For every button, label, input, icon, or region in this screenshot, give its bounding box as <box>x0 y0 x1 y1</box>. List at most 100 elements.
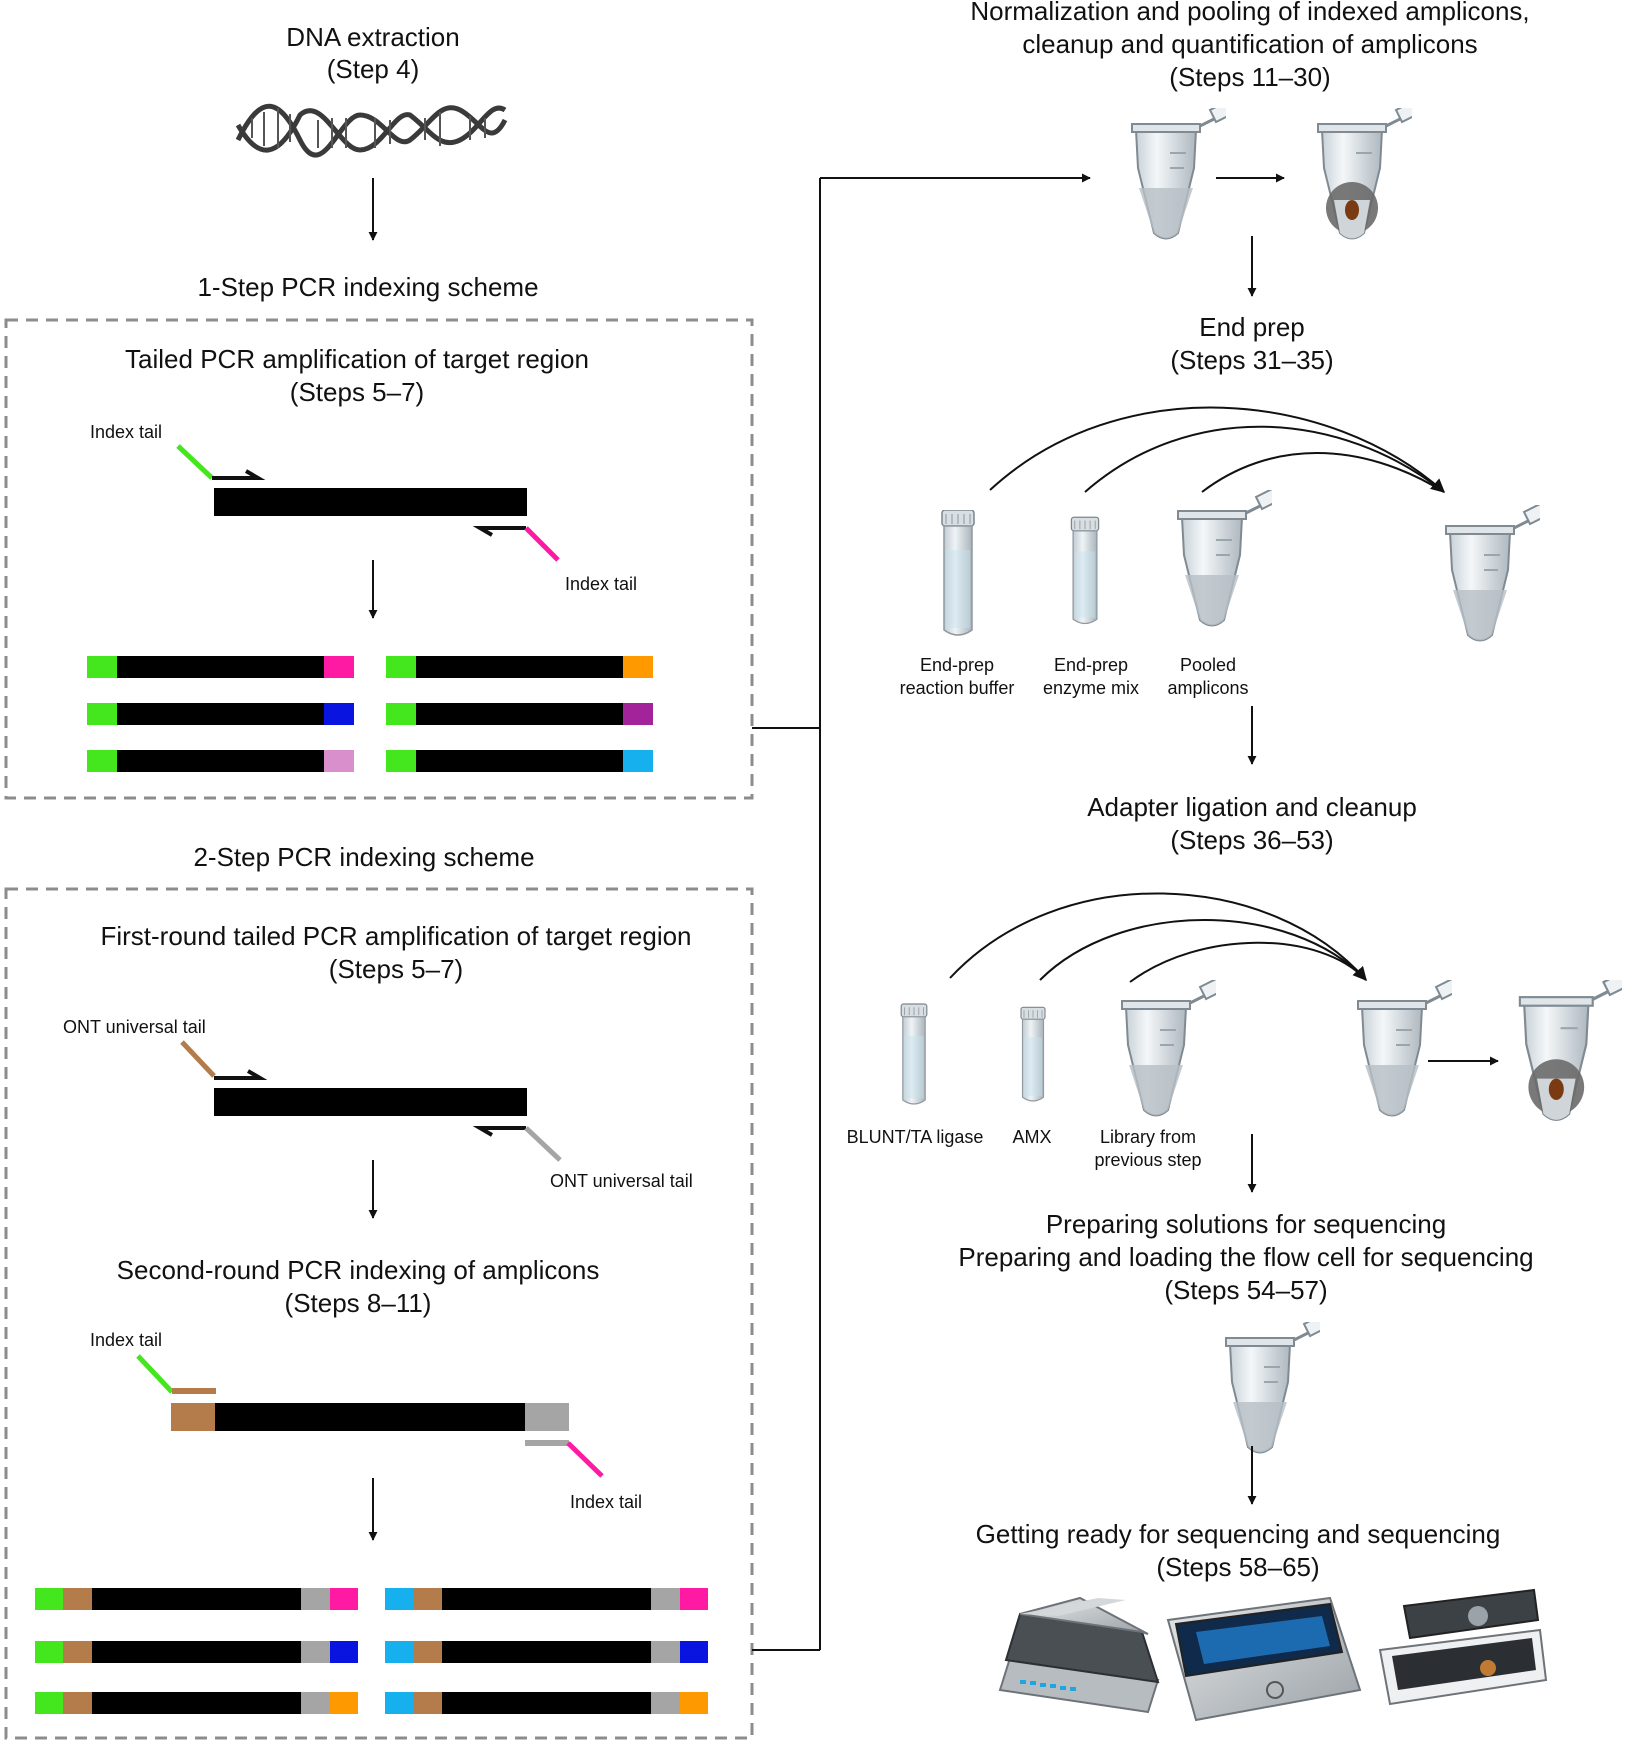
amplicon-index-segment <box>324 656 354 678</box>
amplicon-index-segment <box>623 750 653 772</box>
dual-amplicon-ont-right <box>301 1641 330 1663</box>
library-tube-icon <box>1120 980 1216 1118</box>
endprep-buffer-label-1: End-prep <box>920 655 994 675</box>
endprep-enzyme-label-2: enzyme mix <box>1043 678 1139 698</box>
ligation-tube-icon <box>1356 980 1452 1118</box>
round2-index-tail-left-label: Index tail <box>90 1330 162 1350</box>
amplicon-index-segment <box>324 703 354 725</box>
endprep-buffer-label-2: reaction buffer <box>900 678 1015 698</box>
amplicon-index-segment <box>324 750 354 772</box>
dual-amplicon-left-index <box>385 1641 413 1663</box>
dna-helix-icon <box>235 104 508 158</box>
pink-index-tail <box>524 526 560 562</box>
dual-amplicon-ont-left <box>413 1692 442 1714</box>
index-tail-label-right: Index tail <box>565 574 637 594</box>
pooled-label-2: amplicons <box>1167 678 1248 698</box>
prep-line2: Preparing and loading the flow cell for … <box>958 1242 1533 1272</box>
endprep-steps: (Steps 31–35) <box>1170 345 1333 375</box>
round2-pink-tail <box>566 1441 604 1478</box>
one-step-box-title: Tailed PCR amplification of target regio… <box>125 344 589 374</box>
adapter-title: Adapter ligation and cleanup <box>1087 792 1417 822</box>
prep-line1: Preparing solutions for sequencing <box>1046 1209 1446 1239</box>
two-step-indexed-amplicons <box>35 1588 708 1714</box>
amx-label: AMX <box>1012 1127 1051 1147</box>
endprep-section: End prep (Steps 31–35) End-prep reaction… <box>900 312 1540 765</box>
dual-amplicon-target <box>442 1588 651 1610</box>
dual-amplicon-target <box>442 1692 651 1714</box>
ligase-vial-icon <box>900 1003 928 1105</box>
round2-green-tail <box>136 1354 174 1394</box>
one-step-scheme-title: 1-Step PCR indexing scheme <box>197 272 538 302</box>
amplicon-target-segment <box>416 656 623 678</box>
library-label-1: Library from <box>1100 1127 1196 1147</box>
pooled-tube-icon <box>1130 108 1226 240</box>
adapter-steps: (Steps 36–53) <box>1170 825 1333 855</box>
dual-amplicon-ont-right <box>651 1588 680 1610</box>
amplicon-green-segment <box>87 703 117 725</box>
dual-amplicon-ont-left <box>63 1641 92 1663</box>
dual-amplicon-right-index <box>330 1588 358 1610</box>
gridion-device-icon <box>1166 1596 1362 1722</box>
two-step-scheme-title: 2-Step PCR indexing scheme <box>193 842 534 872</box>
ligase-label: BLUNT/TA ligase <box>847 1127 984 1147</box>
amplicon-green-segment <box>87 750 117 772</box>
dual-amplicon-target <box>92 1692 301 1714</box>
round2-brown-primer <box>172 1388 216 1394</box>
amplicon-green-segment <box>386 703 416 725</box>
connector-lines <box>752 173 1091 1651</box>
flongle-device-icon <box>1378 1588 1548 1706</box>
brown-ont-tail <box>180 1040 216 1078</box>
round2-steps: (Steps 8–11) <box>285 1288 432 1318</box>
seq-steps: (Steps 58–65) <box>1156 1552 1319 1582</box>
dual-amplicon-left-index <box>385 1588 413 1610</box>
amplicon-target-segment <box>117 656 324 678</box>
one-step-box-steps: (Steps 5–7) <box>290 377 424 407</box>
amplicon-green-segment <box>386 750 416 772</box>
prepared-library-tube-icon <box>1224 1322 1320 1454</box>
grey-ont-tail <box>524 1126 562 1162</box>
target-region-bar <box>214 488 527 516</box>
dual-amplicon-ont-left <box>63 1692 92 1714</box>
endprep-curved-arrows <box>989 406 1446 493</box>
dna-extraction-title: DNA extraction <box>286 22 459 52</box>
round2-index-tail-right-label: Index tail <box>570 1492 642 1512</box>
index-tail-label-left: Index tail <box>90 422 162 442</box>
forward-primer <box>212 469 266 480</box>
amplicon-target-segment <box>416 750 623 772</box>
round1-target-bar <box>214 1088 527 1116</box>
dna-extraction-steps: (Step 4) <box>327 54 420 84</box>
seq-title: Getting ready for sequencing and sequenc… <box>976 1519 1501 1549</box>
one-step-indexed-amplicons <box>87 656 653 772</box>
dual-amplicon-target <box>92 1588 301 1610</box>
round1-title: First-round tailed PCR amplification of … <box>100 921 691 951</box>
dual-amplicon-right-index <box>330 1692 358 1714</box>
round2-grey-primer <box>525 1440 569 1446</box>
dual-amplicon-target <box>92 1641 301 1663</box>
prep-section: Preparing solutions for sequencing Prepa… <box>958 1209 1534 1505</box>
adapter-cleanup-mag-tube-icon <box>1518 980 1622 1122</box>
dual-amplicon-left-index <box>35 1692 63 1714</box>
round2-brown-block <box>171 1403 215 1431</box>
minion-device-icon <box>998 1596 1160 1714</box>
library-label-2: previous step <box>1094 1150 1201 1170</box>
green-index-tail <box>176 444 214 480</box>
amplicon-index-segment <box>623 703 653 725</box>
adapter-curved-arrows <box>949 892 1367 983</box>
dual-amplicon-right-index <box>330 1641 358 1663</box>
norm-line2: cleanup and quantification of amplicons <box>1022 29 1477 59</box>
dual-amplicon-left-index <box>385 1692 413 1714</box>
round2-title: Second-round PCR indexing of amplicons <box>117 1255 600 1285</box>
amx-vial-icon <box>1020 1006 1046 1102</box>
dual-amplicon-right-index <box>680 1641 708 1663</box>
dual-amplicon-ont-right <box>651 1692 680 1714</box>
sequencing-section: Getting ready for sequencing and sequenc… <box>976 1519 1548 1722</box>
dual-amplicon-ont-left <box>413 1641 442 1663</box>
round1-forward-primer <box>214 1069 268 1080</box>
dual-amplicon-target <box>442 1641 651 1663</box>
amplicon-target-segment <box>117 703 324 725</box>
amplicon-index-segment <box>623 656 653 678</box>
round2-target-bar <box>215 1403 525 1431</box>
dual-amplicon-right-index <box>680 1692 708 1714</box>
amplicon-green-segment <box>87 656 117 678</box>
dual-amplicon-ont-right <box>651 1641 680 1663</box>
